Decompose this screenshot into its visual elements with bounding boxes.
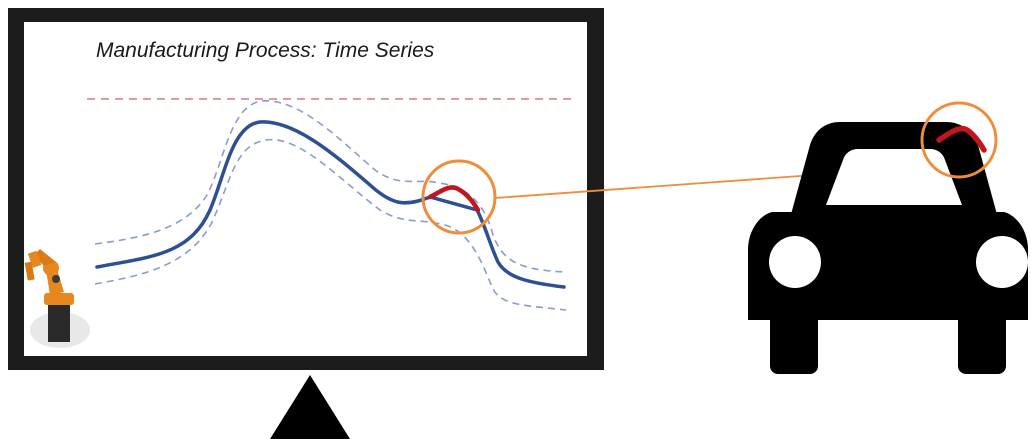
anomaly-highlight-circle [421,159,497,235]
car-roof-anomaly-mark [936,125,987,153]
car-highlight-circle [920,101,998,179]
monitor-stand [270,375,350,439]
car-front-icon [748,122,1028,374]
time-series-line [95,120,566,289]
upper-band-line [94,100,567,273]
monitor [8,8,604,439]
monitor-screen [24,22,587,356]
anomaly-segment [427,185,481,213]
industrial-robot-arm-icon [24,249,90,348]
lower-band-line [94,138,567,311]
chart-title: Manufacturing Process: Time Series [96,39,435,62]
